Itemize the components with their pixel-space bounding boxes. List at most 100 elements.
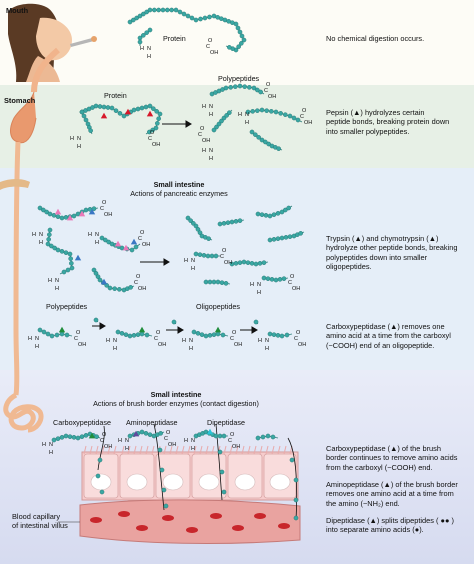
- amino-acid-bead: [261, 275, 267, 281]
- absorbed-amino-acid: [219, 469, 225, 475]
- chem-symbol: C: [220, 254, 224, 260]
- chymotrypsin-marker: [74, 254, 82, 261]
- dipeptidase-marker: [206, 428, 214, 435]
- amino-acid-bead: [79, 434, 85, 439]
- amino-acid-bead: [217, 433, 223, 439]
- chem-symbol: N: [95, 232, 99, 238]
- amino-acid-bead: [281, 276, 287, 281]
- chem-symbol: OH: [104, 212, 112, 218]
- polypeptide-stomach-1: [209, 83, 265, 97]
- amino-acid-bead: [255, 211, 261, 217]
- amino-acid-bead: [185, 13, 191, 19]
- amino-acid-bead: [279, 333, 285, 339]
- protein-tail-mouth: [137, 27, 153, 46]
- desc-pepsin: Pepsin (▲) hydrolyzes certain peptide bo…: [326, 108, 450, 136]
- amino-acid-bead: [139, 429, 145, 435]
- amino-acid-bead: [258, 89, 263, 95]
- amino-acid-bead: [59, 249, 65, 254]
- amino-acid-bead: [83, 207, 89, 213]
- amino-acid-bead: [213, 253, 219, 259]
- chem-symbol: N: [77, 136, 81, 142]
- person-illustration: [8, 3, 97, 82]
- amino-acid-bead: [119, 331, 125, 336]
- amino-acid-bead: [236, 44, 241, 49]
- amino-acid-bead: [49, 243, 54, 249]
- chem-symbol: OH: [142, 242, 150, 248]
- amino-acid-bead: [193, 17, 199, 23]
- chymotrypsin-marker: [88, 208, 96, 215]
- chem-symbol: H: [209, 112, 213, 118]
- chem-symbol: C: [100, 438, 104, 444]
- amino-acid-bead: [134, 15, 139, 21]
- chem-symbol: O: [76, 330, 81, 336]
- amino-acid-bead: [241, 259, 247, 265]
- amino-acid-bead: [221, 433, 227, 439]
- amino-acid-bead: [271, 212, 277, 217]
- amino-acid-bead: [233, 21, 239, 27]
- amino-acid-bead: [209, 253, 215, 259]
- amino-acid-bead: [217, 221, 223, 227]
- amino-acid-bead: [169, 7, 174, 13]
- chem-symbol: OH: [298, 342, 306, 348]
- amino-acid-bead: [214, 124, 219, 130]
- chem-symbol: H: [113, 346, 117, 352]
- amino-acid-bead: [199, 332, 205, 337]
- pancreatic-title: Small intestine: [153, 180, 205, 189]
- amino-acid-bead: [263, 213, 269, 218]
- chem-symbol: C: [206, 44, 210, 50]
- amino-acid-bead: [97, 104, 103, 109]
- amino-acid-bead: [228, 85, 233, 90]
- amino-acid-bead: [219, 118, 224, 124]
- chem-symbol: OH: [292, 286, 300, 292]
- amino-acid-bead: [286, 205, 291, 211]
- amino-acid-bead: [237, 29, 243, 35]
- free-aa-3: [253, 319, 259, 325]
- amino-acid-bead: [153, 125, 159, 131]
- amino-acid-bead: [59, 435, 65, 440]
- chem-symbol: H: [191, 446, 195, 452]
- chem-symbol: N: [209, 104, 213, 110]
- amino-acid-bead: [55, 247, 61, 253]
- amino-acid-bead: [275, 236, 281, 241]
- amino-acid-bead: [93, 103, 99, 109]
- carboxypeptidase-marker: [138, 326, 146, 333]
- absorbed-amino-acid: [157, 447, 163, 453]
- amino-acid-bead: [225, 220, 231, 225]
- amino-acid-bead: [265, 276, 271, 281]
- oligo-carboxy-2: [115, 329, 153, 339]
- amino-acid-bead: [117, 287, 122, 292]
- amino-acid-bead: [275, 333, 281, 338]
- amino-acid-bead: [241, 37, 247, 43]
- amino-acid-bead: [64, 332, 70, 338]
- amino-acid-bead: [46, 237, 51, 242]
- polypeptide-stomach-4: [249, 129, 283, 151]
- absorbed-amino-acid: [163, 503, 169, 509]
- amino-acid-bead: [279, 209, 285, 215]
- amino-acid-bead: [266, 141, 271, 147]
- oligo-carboxy-1: [37, 327, 73, 339]
- chem-symbol: O: [200, 126, 205, 132]
- brush-section-title: Small intestine Actions of brush border …: [66, 390, 286, 408]
- absorbed-amino-acid: [293, 497, 299, 503]
- label-polypeptides-stomach: Polypeptides: [218, 74, 260, 83]
- amino-acid-bead: [269, 277, 275, 282]
- polypeptide-si-2: [45, 227, 75, 275]
- chem-symbol: H: [55, 286, 59, 292]
- amino-acid-bead: [223, 281, 229, 286]
- oligopeptide-5: [193, 251, 220, 259]
- chem-symbol: C: [230, 336, 234, 342]
- chem-symbol: H: [35, 344, 39, 350]
- trypsin-marker: [114, 240, 122, 247]
- amino-acid-bead: [181, 11, 187, 17]
- amino-acid-bead: [55, 436, 61, 441]
- oligo-carboxy-3: [191, 329, 229, 339]
- amino-acid-bead: [198, 16, 203, 22]
- chem-symbol: N: [113, 338, 117, 344]
- chem-symbol: N: [257, 282, 261, 288]
- chem-symbol: H: [95, 240, 99, 246]
- chem-symbol: H: [182, 338, 186, 344]
- oligo-brush-2: [127, 429, 165, 439]
- amino-acid-bead: [88, 128, 93, 133]
